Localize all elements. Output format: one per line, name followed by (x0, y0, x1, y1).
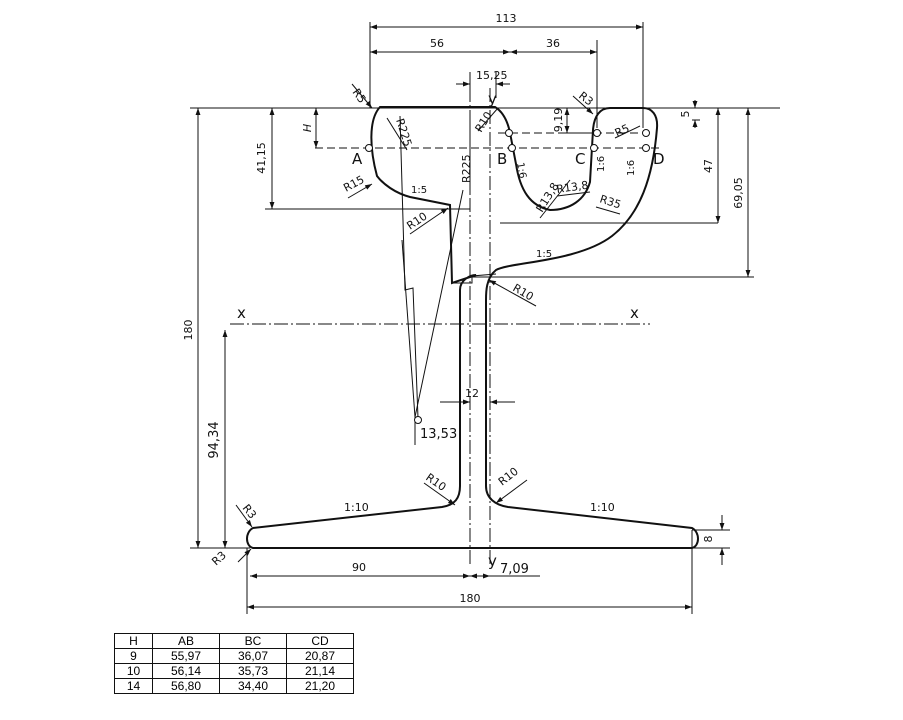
table-row: 10 56,14 35,73 21,14 (114, 663, 354, 679)
reference-points (365, 129, 650, 424)
table-cell: 34,40 (219, 678, 287, 694)
table-header-cell: CD (286, 633, 354, 649)
dim-69-05: 69,05 (732, 177, 745, 209)
table-cell: 35,73 (219, 663, 287, 679)
dim-90: 90 (352, 561, 366, 574)
dimension-texts: 113 56 36 15,25 180 41,15 H 47 69,05 5 9… (182, 12, 745, 605)
radius-leaders (235, 83, 641, 563)
slope-1-5-left: 1:5 (411, 185, 427, 196)
dim-113: 113 (496, 12, 517, 25)
slope-1-10-left: 1:10 (344, 501, 369, 514)
dimension-lines (195, 24, 751, 610)
point-b-label: B (497, 150, 507, 168)
axis-y-top: y (488, 90, 497, 108)
table-row: 9 55,97 36,07 20,87 (114, 648, 354, 664)
table-cell: 20,87 (286, 648, 354, 664)
table-cell: 21,20 (286, 678, 354, 694)
rail-profile-drawing: 113 56 36 15,25 180 41,15 H 47 69,05 5 9… (182, 12, 780, 614)
axis-x-right: x (630, 304, 639, 322)
rail-outline (246, 106, 699, 549)
dim-41-15: 41,15 (255, 142, 268, 174)
axis-x-left: x (237, 304, 246, 322)
point-c-label: C (575, 150, 585, 168)
table-header-row: H AB BC CD (114, 633, 354, 649)
slope-1-6-c: 1:6 (626, 160, 637, 176)
radius-r15: R15 (341, 173, 366, 195)
table-cell: 56,80 (152, 678, 220, 694)
dim-36: 36 (546, 37, 560, 50)
radius-r10-foot-right: R10 (496, 465, 521, 489)
radius-r10-top: R10 (473, 109, 495, 134)
table-header-cell: H (114, 633, 153, 649)
radius-r10-foot-left: R10 (423, 471, 448, 494)
table-cell: 10 (114, 663, 153, 679)
dim-15-25: 15,25 (476, 69, 508, 82)
point-a-label: A (352, 150, 363, 168)
dim-12: 12 (465, 387, 479, 400)
dim-7-09: 7,09 (500, 562, 529, 577)
radius-r10-right-head: R10 (511, 281, 536, 303)
slope-1-5-right: 1:5 (536, 249, 552, 260)
table-cell: 55,97 (152, 648, 220, 664)
slope-1-6-b: 1:6 (596, 156, 607, 172)
axis-y-bottom: y (488, 552, 497, 570)
table-header-cell: BC (219, 633, 287, 649)
radius-r5-top-left: R5 (350, 86, 369, 105)
slope-1-10-right: 1:10 (590, 501, 615, 514)
table-cell: 36,07 (219, 648, 287, 664)
slope-texts: 1:5 1:5 1:6 1:6 1:6 1:10 1:10 (344, 156, 637, 514)
table-row: 14 56,80 34,40 21,20 (114, 678, 354, 694)
point-d-label: D (653, 150, 665, 168)
table-cell: 9 (114, 648, 153, 664)
dim-h: H (301, 124, 314, 132)
radius-r5-top-right: R5 (613, 122, 632, 140)
axis-labels: x x y y (237, 90, 639, 570)
radius-texts: R5 R225 R225 R10 R3 R5 R15 R10 R13,8 R13… (209, 86, 631, 568)
dim-5: 5 (679, 111, 692, 118)
table-cell: 56,14 (152, 663, 220, 679)
center-lines (230, 88, 660, 565)
h-dimension-table: H AB BC CD 9 55,97 36,07 20,87 10 56,14 … (114, 633, 354, 694)
inner-wear-contour (399, 115, 497, 419)
point-labels: A B C D (352, 150, 665, 168)
radius-r13-8-b: R13,8 (556, 179, 590, 196)
dim-13-53: 13,53 (420, 427, 457, 442)
radius-r3-base-top: R3 (240, 502, 259, 522)
dim-9-19: 9,19 (552, 108, 565, 133)
dim-47: 47 (702, 159, 715, 173)
dim-56: 56 (430, 37, 444, 50)
radius-r35: R35 (598, 192, 623, 211)
slope-1-6-a: 1:6 (514, 162, 528, 180)
dim-94-34: 94,34 (207, 421, 222, 458)
table-cell: 21,14 (286, 663, 354, 679)
dim-180-height: 180 (182, 320, 195, 341)
dim-8: 8 (702, 536, 715, 543)
table-cell: 14 (114, 678, 153, 694)
table-header-cell: AB (152, 633, 220, 649)
radius-r3-base-bottom: R3 (209, 549, 229, 568)
radius-r225-center: R225 (460, 154, 473, 183)
radius-r3-top: R3 (576, 89, 596, 108)
dim-180-base: 180 (460, 592, 481, 605)
